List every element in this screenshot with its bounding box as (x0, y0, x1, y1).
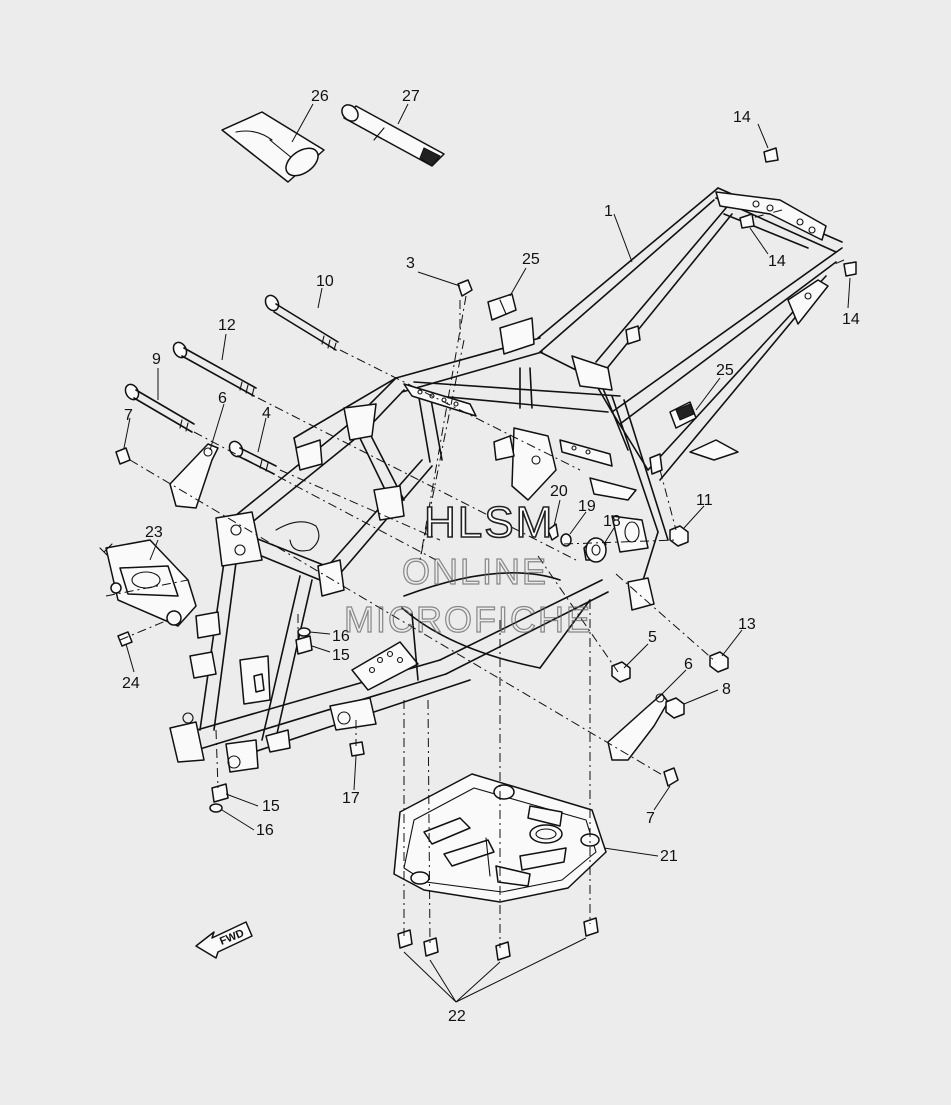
part-25-upper-damper[interactable] (487, 293, 517, 321)
leader-lines (123, 103, 851, 1003)
callout-25: 25 (716, 362, 734, 379)
callout-15: 15 (262, 798, 280, 815)
part-4-bolt[interactable] (227, 439, 277, 475)
callout-23: 23 (145, 524, 163, 541)
callout-18: 18 (603, 513, 621, 530)
callout-9: 9 (152, 351, 161, 368)
callout-7: 7 (646, 810, 655, 827)
part-8-nut[interactable] (665, 697, 685, 719)
callout-5: 5 (648, 629, 657, 646)
part-6-lower-engine-bracket[interactable] (607, 693, 669, 761)
callout-labels: 26 27 14 1 14 14 3 25 10 12 9 25 7 6 4 2… (122, 88, 860, 1025)
callout-21: 21 (660, 848, 678, 865)
part-25-lower-damper[interactable] (669, 401, 697, 429)
part-7-upper-bolt[interactable] (115, 447, 131, 465)
callout-6: 6 (684, 656, 693, 673)
part-19-collar[interactable] (560, 533, 572, 547)
part-15-upper-collar[interactable] (295, 635, 313, 655)
part-13-nut[interactable] (709, 651, 729, 673)
part-26-grease-packet[interactable] (221, 111, 325, 183)
part-14-collar-a[interactable] (763, 147, 779, 163)
part-3-bolt[interactable] (457, 279, 473, 297)
watermark: HLSM ONLINE MICROFICHE (343, 497, 592, 640)
part-22-bolt-c[interactable] (495, 941, 511, 961)
watermark-line3: MICROFICHE (344, 599, 592, 640)
callout-14: 14 (842, 311, 860, 328)
callout-15: 15 (332, 647, 350, 664)
watermark-line1: HLSM (424, 498, 554, 547)
callout-6: 6 (218, 390, 227, 407)
callout-16: 16 (256, 822, 274, 839)
callout-20: 20 (550, 483, 568, 500)
part-23-mount-bracket[interactable] (99, 539, 197, 627)
callout-14: 14 (768, 253, 786, 270)
part-10-bolt[interactable] (263, 293, 339, 351)
part-9-bolt[interactable] (123, 382, 195, 433)
part-7-lower-bolt[interactable] (663, 767, 679, 787)
forward-arrow-icon: FWD (195, 921, 253, 959)
part-18-bushing[interactable] (583, 537, 607, 563)
part-17-bolt[interactable] (349, 741, 365, 757)
callout-26: 26 (311, 88, 329, 105)
callout-1: 1 (604, 203, 613, 220)
center-lines (105, 209, 845, 948)
callout-4: 4 (262, 405, 271, 422)
callout-11: 11 (696, 492, 713, 509)
callout-19: 19 (578, 498, 596, 515)
part-1-main-frame[interactable] (169, 187, 843, 773)
callout-10: 10 (316, 273, 334, 290)
part-22-bolt-d[interactable] (583, 917, 599, 937)
part-22-bolt-b[interactable] (423, 937, 439, 957)
part-12-bolt[interactable] (171, 340, 257, 397)
part-14-collar-c[interactable] (843, 261, 857, 277)
callout-22: 22 (448, 1008, 466, 1025)
callout-16: 16 (332, 628, 350, 645)
callout-3: 3 (406, 255, 415, 272)
callout-17: 17 (342, 790, 360, 807)
part-27-sleeve[interactable] (339, 102, 445, 167)
callout-24: 24 (122, 675, 140, 692)
part-6-upper-engine-bracket[interactable] (169, 443, 219, 509)
callout-13: 13 (738, 616, 756, 633)
part-16-upper-washer[interactable] (297, 627, 311, 637)
callout-12: 12 (218, 317, 236, 334)
callout-25: 25 (522, 251, 540, 268)
callout-7: 7 (124, 407, 133, 424)
callout-14: 14 (733, 109, 751, 126)
callout-27: 27 (402, 88, 420, 105)
part-16-lower-washer[interactable] (209, 803, 223, 813)
part-20-washer[interactable] (547, 523, 559, 541)
callout-8: 8 (722, 681, 731, 698)
part-15-lower-collar[interactable] (211, 783, 229, 803)
part-22-bolt-a[interactable] (397, 929, 413, 949)
part-24-bolt[interactable] (117, 631, 133, 647)
part-11-nut[interactable] (669, 525, 689, 547)
part-14-collar-b[interactable] (739, 213, 755, 229)
watermark-line2: ONLINE (402, 551, 548, 592)
